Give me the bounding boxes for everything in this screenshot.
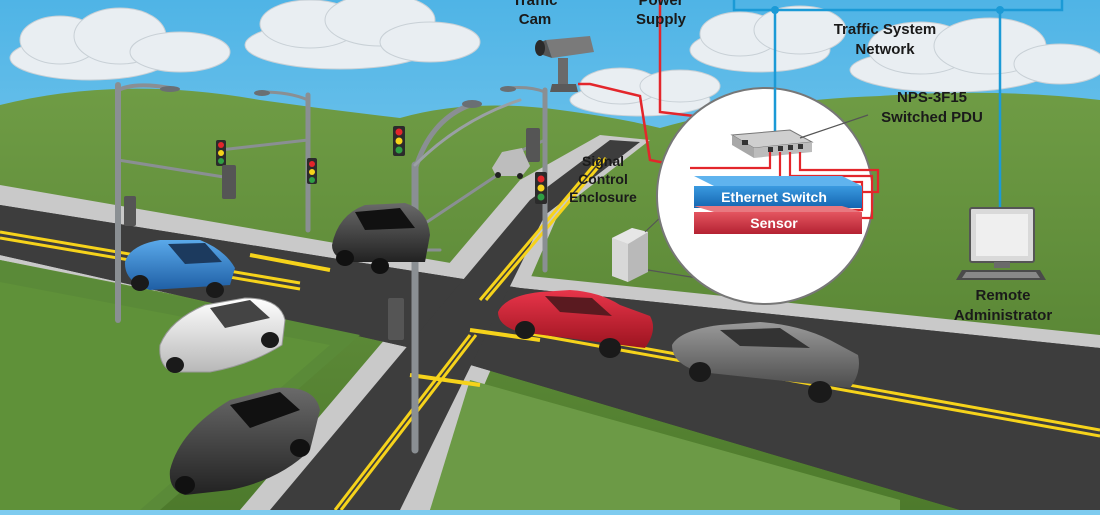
car-icon [159, 297, 286, 373]
car-icon [332, 203, 430, 274]
car-icon [498, 290, 654, 358]
signal-backs [124, 128, 540, 340]
car-icon [124, 240, 235, 298]
enclosure-label-1: Signal [582, 153, 624, 169]
pdu-icon [730, 129, 814, 158]
power-supply-label-1: Power [638, 0, 683, 9]
network-label-2: Network [855, 41, 915, 58]
monitor-icon [956, 207, 1046, 280]
enclosure-label-2: Control [578, 171, 628, 187]
enclosure-label-3: Enclosure [569, 189, 637, 205]
lamp-heads [160, 86, 516, 108]
traffic-cam-label-1: Traffic [512, 0, 557, 9]
traffic-cam-label-2: Cam [519, 11, 552, 28]
camera-icon [535, 36, 594, 92]
clouds [9, 0, 1100, 117]
sensor-label: Sensor [750, 215, 798, 231]
remote-admin-label-2: Administrator [954, 307, 1053, 324]
traffic-light-icon [216, 140, 226, 166]
power-supply-label-2: Supply [636, 11, 687, 28]
car-icon [169, 387, 320, 495]
sensor-box [694, 206, 862, 234]
ethernet-switch-label: Ethernet Switch [721, 189, 827, 205]
ethernet-switch-box [694, 176, 862, 208]
traffic-light-icon [393, 126, 405, 156]
enclosure-icon [612, 228, 648, 282]
traffic-light-icon [535, 172, 547, 204]
pdu-label-1: NPS-3F15 [897, 89, 967, 106]
traffic-light-icon [307, 158, 317, 184]
pdu-label-2: Switched PDU [881, 109, 983, 126]
car-icon [672, 322, 859, 403]
network-label-1: Traffic System [834, 21, 937, 38]
car-icon [492, 148, 530, 179]
remote-admin-label-1: Remote [975, 287, 1030, 304]
